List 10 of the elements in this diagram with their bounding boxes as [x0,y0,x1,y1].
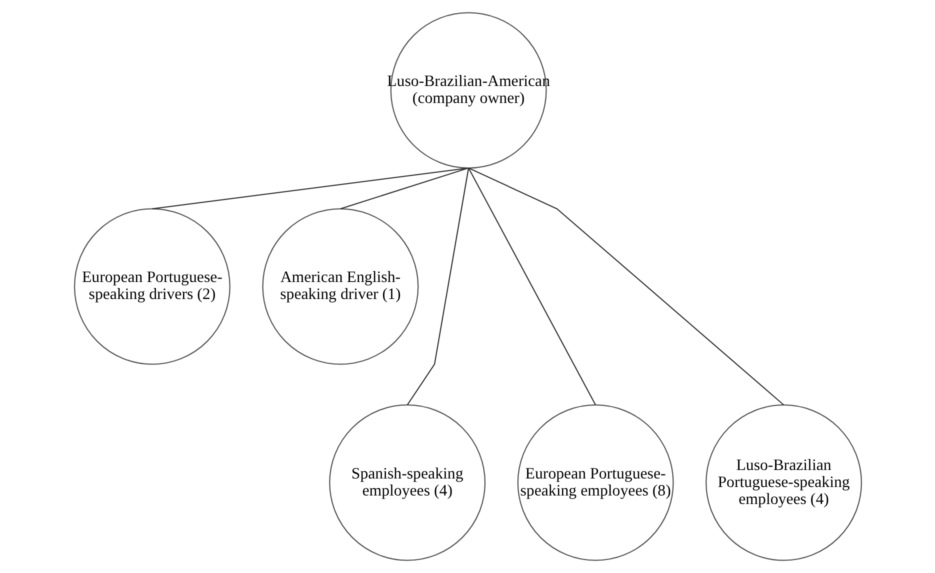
connector [340,167,468,210]
connector [468,167,784,406]
connector [468,168,596,406]
node-circle: American English-speaking driver (1) [262,208,418,365]
connector [406,168,469,406]
node-circle: Luso-Brazilian Portuguese-speaking employees (4) [705,404,862,561]
node-circle: European Portuguese-speaking drivers (2) [73,208,230,365]
connector [152,167,468,210]
node-circle: Spanish-speaking employees (4) [328,404,486,561]
node-circle: European Portuguese-speaking employees (8) [516,404,674,561]
